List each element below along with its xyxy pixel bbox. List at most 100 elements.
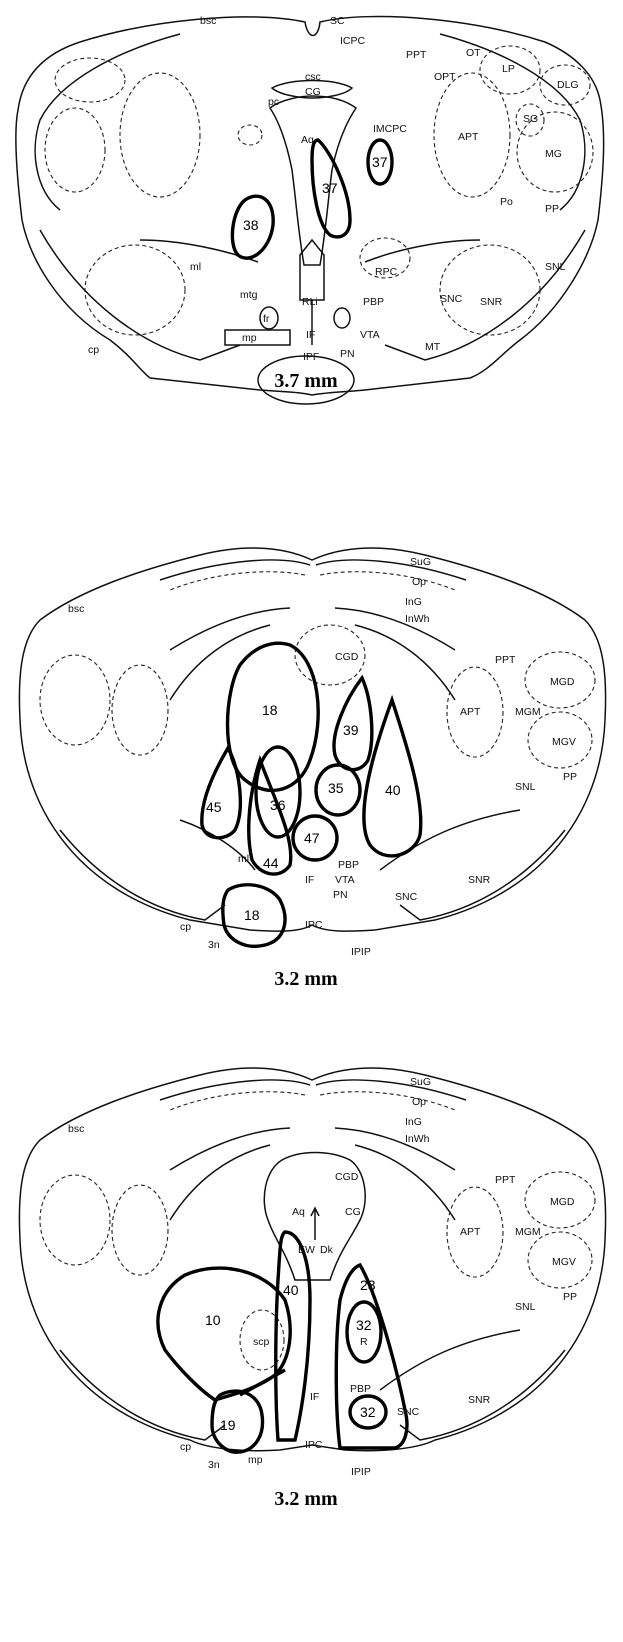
panel-3-label: SNR xyxy=(468,1394,491,1406)
panel-2-snc xyxy=(380,810,520,870)
panel-3-label: SNL xyxy=(515,1301,536,1313)
panel-1-label: Po xyxy=(500,196,513,208)
panel-1-label: SNL xyxy=(545,261,566,273)
panel-1-label: ICPC xyxy=(340,35,366,47)
panel-1-label: VTA xyxy=(360,329,380,341)
panel-2-lesion-number: 39 xyxy=(343,722,359,738)
panel-2-label: bsc xyxy=(68,603,84,615)
panel-3-lesion-number: 10 xyxy=(205,1312,221,1328)
panel-3-label: 3n xyxy=(208,1459,220,1471)
panel-1-label: mp xyxy=(242,332,257,344)
panel-3-label: IPC xyxy=(305,1439,323,1451)
panel-2-op-right xyxy=(320,572,455,590)
panel-1-label: APT xyxy=(458,131,479,143)
panel-1-label: SG xyxy=(523,113,538,125)
panel-3-ing-right xyxy=(335,1128,455,1170)
panel-3-label: R xyxy=(360,1336,368,1348)
panel-2-scale-label: 3.2 mm xyxy=(274,968,338,990)
panel-2-lesion-number: 18 xyxy=(244,907,260,923)
panel-2-label: PN xyxy=(333,889,348,901)
panel-1-label: cp xyxy=(88,344,99,356)
panel-3-label: EW xyxy=(298,1244,315,1256)
panel-2-lesion-number: 35 xyxy=(328,780,344,796)
panel-3-lesion-19-link xyxy=(240,1370,285,1395)
panel-2-label: SNL xyxy=(515,781,536,793)
panel-3-label: CG xyxy=(345,1206,361,1218)
panel-1-lesion-number: 38 xyxy=(243,217,259,233)
panel-1-label: pc xyxy=(268,96,279,108)
panel-1-label: SNR xyxy=(480,296,503,308)
panel-3-ing-left xyxy=(170,1128,290,1170)
panel-3-inwh-left xyxy=(170,1145,270,1220)
panel-1-inner-right xyxy=(440,34,585,210)
panel-2-label: ml xyxy=(238,853,249,865)
panel-3-label: CGD xyxy=(335,1171,359,1183)
panel-1: 3.7 mm bsc SC ICPC PPT OT csc OPT LP DLG… xyxy=(16,15,604,404)
panel-2-label: MGM xyxy=(515,706,541,718)
panel-3-left-1 xyxy=(40,1175,110,1265)
panel-1-label: SC xyxy=(330,15,345,27)
panel-2-label: CGD xyxy=(335,651,359,663)
panel-1-label: MG xyxy=(545,148,562,160)
panel-1-label: fr xyxy=(263,313,270,325)
panel-2-label: IF xyxy=(305,874,314,886)
panel-1-scale-label: 3.7 mm xyxy=(274,370,338,392)
panel-3-sug-right xyxy=(316,1080,466,1100)
panel-3-label: IPIP xyxy=(351,1466,371,1478)
panel-1-label: PBP xyxy=(363,296,384,308)
panel-3-snc xyxy=(380,1330,520,1390)
panel-2-label: SNC xyxy=(395,891,418,903)
panel-1-left-top xyxy=(55,58,125,102)
panel-3-label: SNC xyxy=(397,1406,420,1418)
panel-2-ing-right xyxy=(335,608,455,650)
panel-3-label: MGD xyxy=(550,1196,575,1208)
panel-3-lesion-number: 23 xyxy=(360,1277,376,1293)
panel-2-sug-left xyxy=(160,560,310,580)
panel-2-sug-right xyxy=(316,560,466,580)
panel-1-label: ml xyxy=(190,261,201,273)
panel-3-lesion-number: 19 xyxy=(220,1417,236,1433)
panel-1-label: SNC xyxy=(440,293,463,305)
panel-3-label: IF xyxy=(310,1391,319,1403)
panel-3-label: bsc xyxy=(68,1123,84,1135)
panel-1-rli xyxy=(300,240,324,300)
panel-1-label: bsc xyxy=(200,15,216,27)
panel-2-label: PPT xyxy=(495,654,516,666)
panel-2-lesion-number: 36 xyxy=(270,797,286,813)
panel-3-inwh-right xyxy=(355,1145,455,1220)
panel-3-label: PP xyxy=(563,1291,577,1303)
panel-1-ml-right xyxy=(365,240,480,262)
panel-3-label: MGV xyxy=(552,1256,576,1268)
panel-3-label: Aq xyxy=(292,1206,305,1218)
panel-2-left-1 xyxy=(40,655,110,745)
panel-1-label: mtg xyxy=(240,289,258,301)
panel-3-left-2 xyxy=(112,1185,168,1275)
panel-3-lesion-40 xyxy=(276,1232,310,1440)
panel-2-label: cp xyxy=(180,921,191,933)
panel-2-label: IPC xyxy=(305,919,323,931)
panel-1-label: csc xyxy=(305,71,321,83)
panel-2-op-left xyxy=(170,572,305,590)
panel-2-label: MGD xyxy=(550,676,575,688)
panel-2-lesion-number: 44 xyxy=(263,855,279,871)
panel-1-label: RLi xyxy=(302,296,318,308)
panel-2-label: IPIP xyxy=(351,946,371,958)
panel-2-label: InWh xyxy=(405,613,430,625)
panel-2-lesion-number: 40 xyxy=(385,782,401,798)
panel-3-op-right xyxy=(320,1092,455,1110)
panel-2-lesion-36 xyxy=(256,747,300,837)
panel-1-lesion-number: 37 xyxy=(372,154,388,170)
panel-3-label: SuG xyxy=(410,1076,431,1088)
panel-1-cp-left xyxy=(40,230,240,360)
panel-3-label: scp xyxy=(253,1336,270,1348)
panel-3-lesion-number: 32 xyxy=(356,1317,372,1333)
panel-3-scale-label: 3.2 mm xyxy=(274,1488,338,1510)
panel-1-mp xyxy=(225,330,290,345)
panel-1-label: PP xyxy=(545,203,559,215)
panel-2-lesion-number: 45 xyxy=(206,799,222,815)
panel-1-label: PPT xyxy=(406,49,427,61)
panel-1-label: IMCPC xyxy=(373,123,407,135)
panel-3-label: PPT xyxy=(495,1174,516,1186)
panel-2-lesion-number: 47 xyxy=(304,830,320,846)
